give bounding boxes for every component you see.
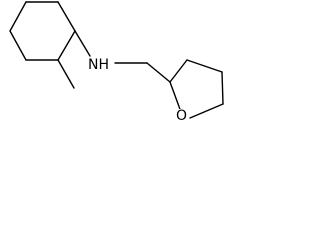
cyclohexane-bond (9, 30, 27, 61)
cyclohexane-bond (57, 1, 76, 32)
structure-canvas: NH O (0, 0, 244, 135)
structure-svg (9, 1, 224, 119)
oxolane-bond (186, 59, 223, 73)
oxolane-bond (169, 59, 188, 83)
ring-oxygen-label: O (175, 108, 189, 124)
oxolane-bond (189, 103, 224, 119)
cyclohexane-bond (57, 30, 76, 61)
amine-nitrogen-label: NH (87, 57, 110, 73)
cyclohexane-bond (9, 1, 27, 32)
methyl-bond (57, 59, 75, 89)
methylene-to-oxolane-bond (146, 62, 171, 83)
ring-to-nitrogen-bond (74, 30, 91, 57)
oxolane-bond (169, 81, 182, 113)
oxolane-bond (221, 71, 224, 105)
